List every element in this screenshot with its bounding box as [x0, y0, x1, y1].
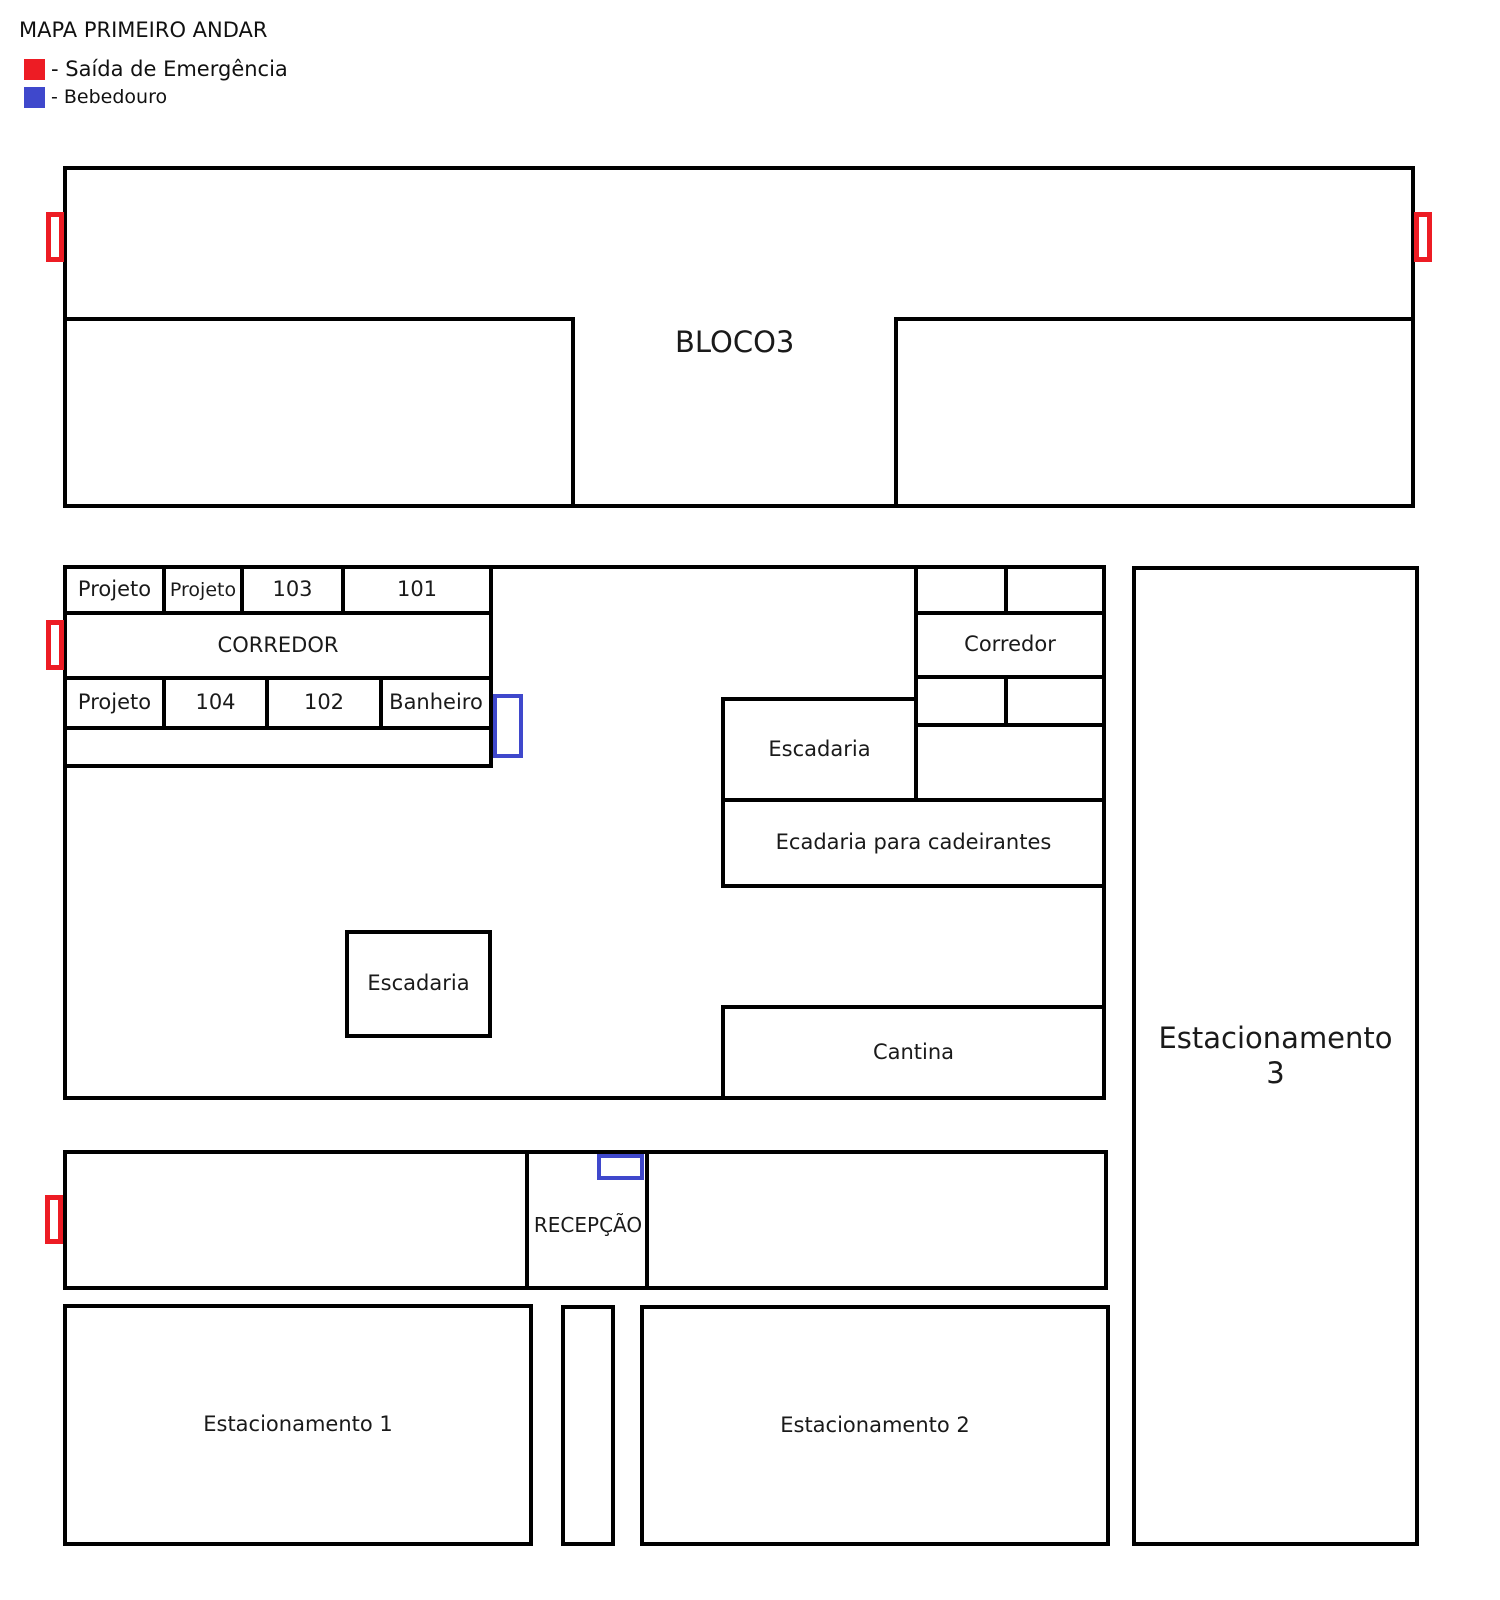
map-title: MAPA PRIMEIRO ANDAR — [19, 18, 268, 42]
reception[interactable]: RECEPÇÃO — [533, 1213, 643, 1237]
room-projeto-2[interactable]: Projeto — [162, 565, 244, 615]
room-104[interactable]: 104 — [162, 676, 269, 730]
room-103[interactable]: 103 — [240, 565, 345, 615]
east-room-c[interactable] — [914, 675, 1008, 727]
wheelchair-ramp[interactable]: Ecadaria para cadeirantes — [721, 798, 1106, 888]
east-room-e[interactable] — [914, 723, 1106, 802]
bloco3-room-left[interactable] — [63, 317, 575, 508]
reception-room-left[interactable] — [63, 1150, 529, 1290]
east-room-d[interactable] — [1004, 675, 1106, 727]
stairs-center[interactable]: Escadaria — [345, 930, 492, 1038]
corridor-east[interactable]: Corredor — [914, 611, 1106, 679]
water-fountain-icon — [597, 1154, 644, 1180]
water-fountain-icon — [493, 694, 523, 758]
emergency-exit-swatch-icon — [24, 58, 45, 80]
emergency-exit-icon — [46, 212, 64, 262]
parking-lot-1[interactable]: Estacionamento 1 — [63, 1304, 533, 1546]
room-projeto-3[interactable]: Projeto — [63, 676, 166, 730]
legend-item-emergency-exit: - Saída de Emergência — [24, 57, 288, 81]
passage[interactable] — [561, 1305, 615, 1546]
water-fountain-swatch-icon — [24, 86, 45, 108]
parking-lot-2[interactable]: Estacionamento 2 — [640, 1305, 1110, 1546]
legend-label-emergency-exit: - Saída de Emergência — [51, 57, 288, 81]
stairs-east[interactable]: Escadaria — [721, 697, 918, 802]
room-banheiro[interactable]: Banheiro — [379, 676, 493, 730]
bloco3-room-right[interactable] — [894, 317, 1415, 508]
reception-room-right[interactable] — [645, 1150, 1108, 1290]
room-102[interactable]: 102 — [265, 676, 383, 730]
legend-label-water-fountain: - Bebedouro — [51, 86, 168, 108]
west-wing-strip[interactable] — [63, 726, 493, 768]
emergency-exit-icon — [45, 1195, 63, 1244]
parking-lot-3[interactable]: Estacionamento 3 — [1132, 566, 1419, 1546]
canteen[interactable]: Cantina — [721, 1005, 1106, 1100]
room-projeto-1[interactable]: Projeto — [63, 565, 166, 615]
corridor-west[interactable]: CORREDOR — [63, 611, 493, 680]
east-divider — [914, 565, 918, 702]
parking-lot-3-label: Estacionamento — [1158, 1021, 1393, 1056]
emergency-exit-icon — [1414, 212, 1432, 262]
bloco3-label: BLOCO3 — [675, 325, 795, 359]
emergency-exit-icon — [46, 620, 64, 670]
east-room-a[interactable] — [914, 565, 1008, 615]
parking-lot-3-number: 3 — [1266, 1056, 1285, 1090]
east-room-b[interactable] — [1004, 565, 1106, 615]
legend-item-water-fountain: - Bebedouro — [24, 86, 167, 108]
room-101[interactable]: 101 — [341, 565, 493, 615]
